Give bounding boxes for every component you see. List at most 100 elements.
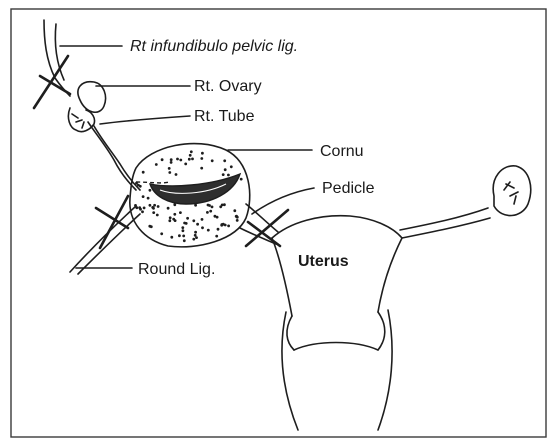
stipple-dot: [179, 211, 182, 214]
right-tube: [88, 122, 136, 190]
stipple-dot: [134, 204, 137, 207]
stipple-dot: [201, 226, 204, 229]
vagina-left-wall: [282, 312, 298, 430]
stipple-dot: [227, 174, 230, 177]
stipple-dot: [188, 158, 191, 161]
round-lig-clamp-line-1: [100, 196, 128, 248]
uterine-fundus: [272, 216, 402, 238]
stipple-dot: [170, 158, 173, 161]
left-ovary: [493, 166, 530, 216]
stipple-dot: [227, 225, 230, 228]
stipple-dot: [143, 207, 146, 210]
stipple-dot: [176, 158, 179, 161]
stipple-dot: [214, 215, 217, 218]
stipple-dot: [182, 229, 185, 232]
stipple-dot: [183, 222, 186, 225]
label-right-ovary: Rt. Ovary: [194, 78, 262, 95]
stipple-dot: [240, 178, 243, 181]
stipple-dot: [160, 232, 163, 235]
pedicle-leader: [252, 188, 314, 214]
stipple-dot: [181, 226, 184, 229]
right-tube-inner: [94, 126, 140, 190]
stipple-dot: [215, 235, 218, 238]
stipple-dot: [201, 218, 204, 221]
stipple-dot: [142, 171, 145, 174]
stipple-dot: [141, 210, 144, 213]
stipple-dot: [221, 204, 224, 207]
round-ligament: [70, 206, 136, 272]
stipple-dot: [168, 219, 171, 222]
stipple-dot: [155, 163, 158, 166]
stipple-dot: [207, 229, 210, 232]
stipple-dot: [152, 207, 155, 210]
tube-through-mass: [136, 182, 170, 183]
stipple-dot: [147, 197, 150, 200]
stipple-dot: [149, 189, 152, 192]
stipple-dot: [178, 234, 181, 237]
tube-leader: [100, 116, 190, 124]
stipple-dot: [192, 238, 195, 241]
stipple-dot: [224, 168, 227, 171]
stipple-dot: [139, 208, 142, 211]
cervix-right: [378, 312, 385, 350]
stipple-dot: [223, 159, 226, 162]
stipple-dot: [182, 235, 185, 238]
stipple-dot: [196, 223, 199, 226]
left-ovary-detail: [504, 182, 518, 204]
stipple-dot: [211, 159, 214, 162]
round-ligament-inner: [78, 214, 140, 274]
stipple-dot: [192, 219, 195, 222]
stipple-dot: [211, 206, 214, 209]
stipple-dot: [222, 173, 225, 176]
label-uterus: Uterus: [298, 253, 349, 270]
figure-frame: [11, 9, 546, 437]
fimbriae-detail: [72, 114, 84, 128]
stipple-dot: [189, 154, 192, 157]
stipple-dot: [170, 236, 173, 239]
stipple-dot: [217, 228, 220, 231]
stipple-dot: [190, 150, 193, 153]
label-pedicle: Pedicle: [322, 180, 375, 197]
stipple-dot: [156, 214, 159, 217]
cervix-os: [294, 343, 378, 351]
stipple-dot: [149, 204, 152, 207]
stipple-dot: [150, 225, 153, 228]
stipple-dot: [168, 171, 171, 174]
stipple-dot: [236, 219, 239, 222]
gestational-sac: [150, 174, 240, 204]
stipple-dot: [157, 205, 160, 208]
stipple-dot: [168, 167, 171, 170]
stipple-dot: [153, 204, 156, 207]
stipple-dot: [179, 159, 182, 162]
stipple-dot: [207, 204, 210, 207]
stipple-dot: [152, 211, 155, 214]
stipple-dot: [169, 216, 172, 219]
stipple-dot: [206, 211, 209, 214]
stipple-dot: [200, 167, 203, 170]
stipple-dot: [186, 217, 189, 220]
stipple-dot: [173, 213, 176, 216]
stipple-dot: [170, 161, 173, 164]
stipple-dot: [183, 239, 186, 242]
label-infundibulo-pelvic: Rt infundibulo pelvic lig.: [130, 38, 298, 55]
uterus-right-wall: [378, 238, 402, 312]
stipple-dot: [233, 209, 236, 212]
stipple-dot: [221, 223, 224, 226]
stipple-dot: [184, 163, 187, 166]
stipple-dot: [175, 173, 178, 176]
label-right-tube: Rt. Tube: [194, 108, 255, 125]
stipple-dot: [194, 234, 197, 237]
stipple-dot: [235, 215, 238, 218]
stipple-dot: [194, 231, 197, 234]
uterus-left-wall: [272, 238, 292, 316]
stipple-dot: [201, 152, 204, 155]
stipple-dot: [230, 165, 233, 168]
label-round-ligament: Round Lig.: [138, 261, 215, 278]
label-cornu: Cornu: [320, 143, 364, 160]
left-tube: [400, 208, 488, 230]
cervix-left: [287, 316, 294, 350]
stipple-dot: [142, 195, 145, 198]
stipple-dot: [209, 210, 212, 213]
